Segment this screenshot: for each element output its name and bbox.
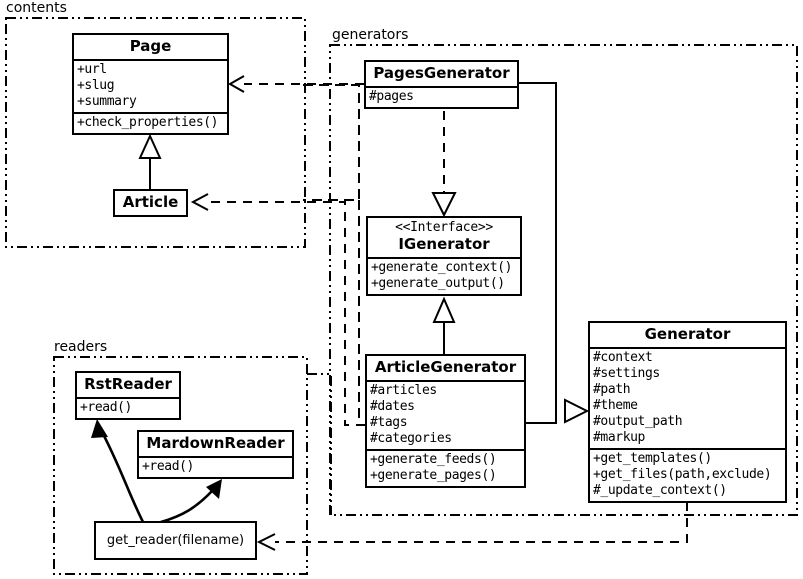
relation-get-reader-returns-rstreader <box>91 419 145 524</box>
class-box-generator[interactable]: Generator #context #settings #path #them… <box>588 321 787 504</box>
attribute-row: #dates <box>370 399 415 415</box>
attribute-row: #path <box>593 382 631 398</box>
relation-articlegenerator-uses-article <box>190 193 365 426</box>
method-row: +generate_pages() <box>370 468 497 484</box>
package-frame-generators-notch <box>303 84 360 201</box>
class-name-article-generator: ArticleGenerator <box>374 358 517 376</box>
package-label-contents: contents <box>4 0 69 16</box>
class-name-mardown-reader: MardownReader <box>146 434 285 452</box>
attribute-row: +slug <box>77 78 115 94</box>
class-name-article: Article <box>122 193 179 211</box>
class-name-rst-reader: RstReader <box>84 375 172 393</box>
attribute-row: #categories <box>370 431 452 447</box>
function-box-get-reader[interactable]: get_reader(filename) <box>94 521 257 560</box>
class-box-mardown-reader[interactable]: MardownReader +read() <box>137 430 294 480</box>
class-box-page[interactable]: Page +url +slug +summary +check_properti… <box>72 33 229 136</box>
attribute-row: +url <box>77 62 107 78</box>
class-name-pages-generator: PagesGenerator <box>373 64 510 82</box>
class-methods-rst-reader: +read() <box>77 397 179 418</box>
class-methods-mardown-reader: +read() <box>139 456 292 477</box>
class-methods-igenerator: +generate_context() +generate_output() <box>368 257 520 294</box>
class-name-igenerator: <<Interface>> IGenerator <box>368 218 520 257</box>
attribute-row: #articles <box>370 383 437 399</box>
class-box-igenerator[interactable]: <<Interface>> IGenerator +generate_conte… <box>366 216 522 297</box>
class-box-rst-reader[interactable]: RstReader +read() <box>75 371 181 421</box>
method-row: +generate_context() <box>371 260 513 276</box>
package-frame-readers-right-jog <box>307 373 332 515</box>
class-box-article[interactable]: Article <box>113 189 188 218</box>
class-methods-article-generator: +generate_feeds() +generate_pages() <box>367 449 524 486</box>
class-attributes-article-generator: #articles #dates #tags #categories <box>367 380 524 449</box>
class-name-page: Page <box>129 37 172 55</box>
relation-pagesgenerator-realizes-igenerator <box>431 111 457 218</box>
attribute-row: #tags <box>370 415 408 431</box>
class-box-article-generator[interactable]: ArticleGenerator #articles #dates #tags … <box>365 354 526 489</box>
method-row: +read() <box>80 400 132 416</box>
method-row: +get_files(path,exclude) <box>593 467 772 483</box>
attribute-row: +summary <box>77 94 137 110</box>
class-attributes-page: +url +slug +summary <box>74 59 227 112</box>
class-box-pages-generator[interactable]: PagesGenerator #pages <box>364 60 519 110</box>
attribute-row: #settings <box>593 366 660 382</box>
class-stereotype-igenerator: <<Interface>> <box>395 220 493 235</box>
method-row: +generate_output() <box>371 276 505 292</box>
method-row: +generate_feeds() <box>370 452 497 468</box>
class-name-generator: Generator <box>644 325 731 343</box>
relation-get-reader-returns-mardownreader <box>159 479 222 524</box>
relation-generator-uses-get-reader <box>256 502 688 551</box>
method-row: +read() <box>142 459 194 475</box>
relation-articlegenerator-realizes-igenerator <box>432 296 456 355</box>
class-attributes-generator: #context #settings #path #theme #output_… <box>590 347 785 448</box>
function-name-get-reader: get_reader(filename) <box>106 533 245 548</box>
class-name-text-igenerator: IGenerator <box>398 234 490 253</box>
attribute-row: #theme <box>593 398 638 414</box>
relation-generators-inherit-generator <box>519 82 590 424</box>
method-row: #_update_context() <box>593 483 727 499</box>
attribute-row: #context <box>593 350 653 366</box>
method-row: +get_templates() <box>593 451 712 467</box>
attribute-row: #markup <box>593 430 645 446</box>
class-methods-page: +check_properties() <box>74 112 227 133</box>
method-row: +check_properties() <box>77 115 219 131</box>
relation-article-inherits-page <box>138 133 162 190</box>
class-methods-generator: +get_templates() +get_files(path,exclude… <box>590 448 785 501</box>
attribute-row: #pages <box>369 89 414 105</box>
relation-pagesgenerator-uses-page <box>227 75 364 93</box>
class-attributes-pages-generator: #pages <box>366 86 517 107</box>
attribute-row: #output_path <box>593 414 683 430</box>
package-label-generators: generators <box>330 27 411 43</box>
package-label-readers: readers <box>52 339 110 355</box>
